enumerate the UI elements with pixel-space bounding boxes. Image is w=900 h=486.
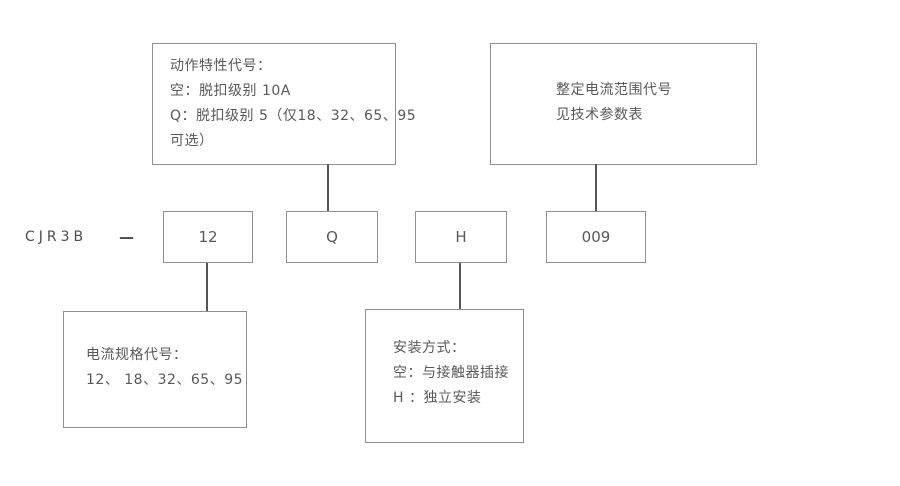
callout-setting-current-range-line-1: 整定电流范围代号	[556, 82, 672, 98]
code-box-action-characteristic: Q	[286, 211, 378, 263]
dash-separator: —	[119, 228, 134, 246]
callout-mounting-mode-line-2: 空：与接触器插接	[393, 365, 509, 381]
callout-mounting-mode-line-3: H ：独立安装	[393, 390, 482, 406]
code-box-setting-current-value: 009	[581, 228, 611, 246]
callout-mounting-mode-line-1: 安装方式：	[393, 340, 466, 356]
connector-current-spec-line	[206, 263, 208, 311]
code-box-mounting-value: H	[455, 228, 467, 246]
callout-setting-current-range-line-2: 见技术参数表	[556, 107, 643, 123]
callout-action-characteristic: 动作特性代号： 空：脱扣级别 10A Q：脱扣级别 5（仅18、32、65、95…	[152, 43, 417, 165]
callout-mounting-mode: 安装方式： 空：与接触器插接 H ：独立安装	[365, 309, 524, 443]
callout-action-characteristic-line-4: 可选）	[170, 133, 214, 149]
code-box-current-spec-value: 12	[198, 228, 218, 246]
connector-setting-current-line	[595, 164, 597, 211]
callout-setting-current-range: 整定电流范围代号 见技术参数表	[490, 43, 757, 165]
callout-action-characteristic-line-2: 空：脱扣级别 10A	[170, 83, 291, 99]
callout-current-spec-line-2: 12、 18、32、65、95	[86, 372, 244, 388]
connector-action-characteristic-line	[327, 164, 329, 211]
callout-action-characteristic-line-3: Q：脱扣级别 5（仅18、32、65、95	[170, 108, 417, 124]
callout-action-characteristic-line-1: 动作特性代号：	[170, 58, 272, 74]
code-box-action-characteristic-value: Q	[326, 228, 338, 246]
model-prefix-label: CJR3B	[25, 229, 88, 245]
callout-current-spec-line-1: 电流规格代号：	[86, 347, 188, 363]
code-box-current-spec: 12	[163, 211, 253, 263]
connector-mounting-line	[459, 263, 461, 309]
code-box-setting-current: 009	[546, 211, 646, 263]
callout-current-spec: 电流规格代号： 12、 18、32、65、95	[63, 311, 247, 428]
code-box-mounting: H	[415, 211, 507, 263]
